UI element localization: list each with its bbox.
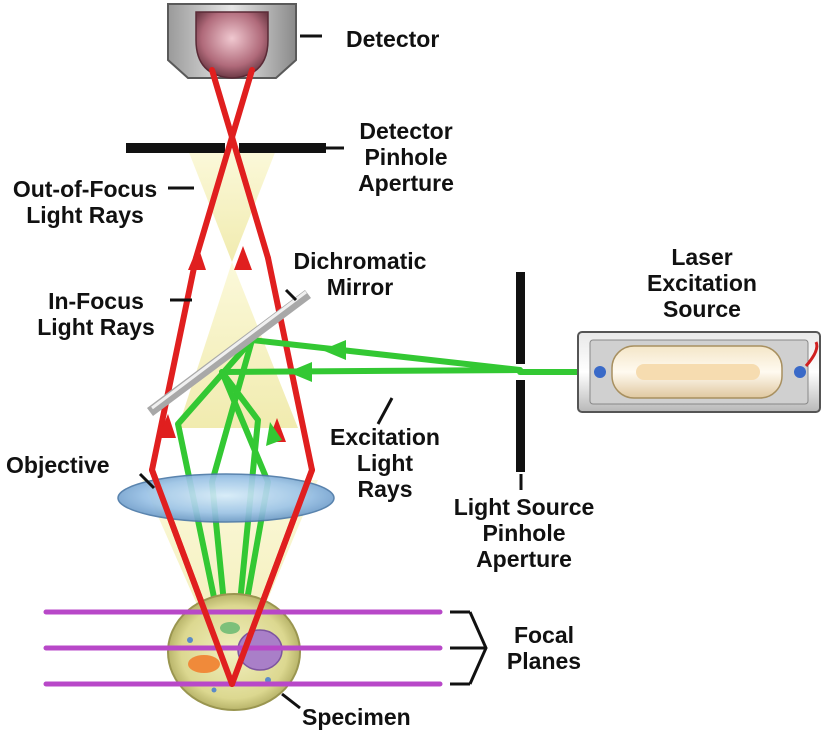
label-in-focus-line-1: In-Focus: [48, 288, 144, 314]
label-laser-excitation-source: Laser Excitation Source: [612, 244, 792, 322]
light-source-pinhole-aperture: [516, 272, 525, 490]
detector-aperture-left-bar: [126, 143, 225, 153]
label-out-of-focus-line-2: Light Rays: [26, 202, 144, 228]
red-ray-left-cross: [193, 67, 255, 261]
label-detector-pinhole-line-3: Aperture: [358, 170, 454, 196]
objective-leader: [138, 472, 156, 490]
laser-excitation-source: [577, 331, 821, 413]
label-dichromatic-line-2: Mirror: [326, 274, 394, 300]
laser-right-terminal: [794, 366, 806, 378]
label-focal-planes: Focal Planes: [494, 622, 594, 674]
green-ray-upper: [209, 337, 523, 687]
specimen-organelle-orange: [188, 655, 220, 673]
red-ray-right-cross: [209, 67, 271, 261]
focal-planes-bracket: [450, 610, 488, 686]
label-light-source-pinhole-aperture: Light Source Pinhole Aperture: [436, 494, 612, 572]
red-arrow-left-upper: [188, 246, 206, 270]
label-excitation-line-3: Rays: [357, 476, 413, 502]
label-specimen-line-1: Specimen: [302, 704, 411, 730]
label-source-pinhole-line-3: Aperture: [476, 546, 572, 572]
green-arrow-3: [266, 422, 282, 446]
label-focal-line-1: Focal: [513, 622, 575, 648]
red-ray-overlay: [149, 467, 315, 687]
label-objective-line-1: Objective: [6, 452, 110, 478]
specimen-dot-3: [211, 687, 217, 693]
red-overlay-left: [149, 467, 235, 687]
specimen-organelle-green: [220, 622, 240, 634]
green-arrow-2: [288, 362, 312, 382]
source-aperture-bottom-bar: [516, 380, 525, 472]
red-arrow-right-upper: [234, 246, 252, 270]
label-detector-pinhole-line-2: Pinhole: [364, 144, 448, 170]
laser-tube-core: [636, 364, 760, 380]
label-excitation-line-2: Light: [356, 450, 414, 476]
green-ray-lower: [219, 367, 523, 687]
label-laser-line-3: Source: [663, 296, 741, 322]
label-excitation-light-rays: Excitation Light Rays: [314, 424, 456, 502]
green-arrowheads: [266, 340, 346, 446]
laser-left-terminal: [594, 366, 606, 378]
mirror-plate: [147, 289, 311, 417]
mirror-highlight: [151, 290, 307, 410]
label-source-pinhole-line-1: Light Source: [453, 494, 595, 520]
lower-light-cone: [142, 480, 318, 684]
red-arrow-left-lower: [158, 414, 176, 438]
red-ray-left-upper: [149, 255, 199, 473]
detector-lens: [195, 11, 269, 79]
upper-light-cone: [188, 150, 276, 262]
detector-aperture-right-bar: [239, 143, 326, 153]
objective: [117, 472, 335, 523]
label-in-focus-light-rays: In-Focus Light Rays: [22, 288, 170, 340]
label-laser-line-1: Laser: [671, 244, 733, 270]
objective-lens: [117, 473, 335, 523]
laser-red-wire: [804, 341, 819, 367]
label-out-of-focus-light-rays: Out-of-Focus Light Rays: [2, 176, 168, 228]
specimen-dot-1: [187, 637, 193, 643]
dichromatic-leader: [284, 288, 298, 302]
label-in-focus-line-2: Light Rays: [37, 314, 155, 340]
specimen-leader: [281, 692, 301, 710]
label-specimen: Specimen: [302, 704, 411, 730]
label-detector-line-1: Detector: [346, 26, 440, 52]
label-objective: Objective: [6, 452, 110, 478]
label-out-of-focus-line-1: Out-of-Focus: [12, 176, 158, 202]
bracket-join: [468, 611, 488, 685]
red-overlay-right: [229, 467, 315, 687]
excitation-leader: [376, 397, 394, 425]
label-excitation-line-1: Excitation: [330, 424, 440, 450]
label-focal-line-2: Planes: [506, 648, 582, 674]
label-laser-line-2: Excitation: [647, 270, 757, 296]
detector: [167, 3, 322, 79]
green-arrow-1: [322, 340, 346, 360]
detector-pinhole-aperture: [126, 143, 344, 153]
label-source-pinhole-line-2: Pinhole: [482, 520, 566, 546]
label-detector-pinhole-line-1: Detector: [359, 118, 453, 144]
label-dichromatic-mirror: Dichromatic Mirror: [276, 248, 444, 300]
source-aperture-top-bar: [516, 272, 525, 364]
red-ray-right-upper: [265, 255, 315, 473]
label-detector: Detector: [346, 26, 439, 52]
dichromatic-mirror: [147, 289, 311, 417]
label-detector-pinhole-aperture: Detector Pinhole Aperture: [344, 118, 468, 196]
label-leaders: [168, 186, 394, 425]
label-dichromatic-line-1: Dichromatic: [293, 248, 427, 274]
